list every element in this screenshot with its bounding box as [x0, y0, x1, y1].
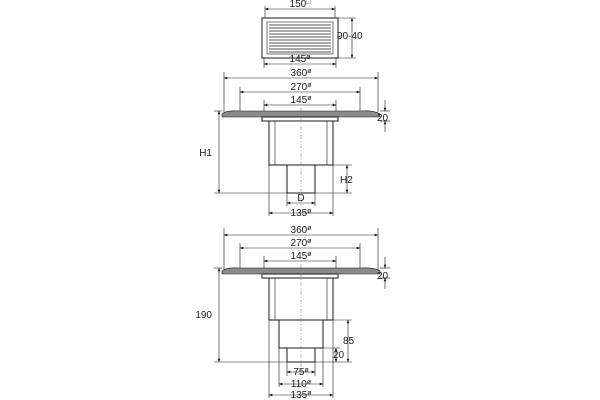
- drain-1-outlet: [286, 164, 316, 194]
- dim-20-step-label: 20: [333, 350, 345, 361]
- dim-75-label: 75ø: [293, 367, 309, 378]
- dim-135-label: 135ø: [291, 208, 313, 219]
- dim-270-label: 270ø: [291, 82, 313, 93]
- dim-360-label: 360ø: [291, 68, 313, 79]
- dim-190-label: 190: [195, 310, 212, 321]
- dim-360-label: 360ø: [291, 225, 313, 236]
- dim-145-label: 145ø: [291, 251, 313, 262]
- grate-top-view: 150□ 90-40 145ø: [261, 0, 363, 68]
- dim-135-label: 135ø: [291, 390, 313, 400]
- drain-2-section: 360ø 270ø 145ø 20 190: [195, 225, 390, 400]
- dim-h2-label: H2: [340, 175, 353, 186]
- drain-1-flange: [221, 110, 381, 118]
- drain-2-clamp-ring: [261, 273, 339, 279]
- dim-145-label: 145ø: [290, 54, 312, 65]
- dim-90-40-label: 90-40: [337, 31, 363, 42]
- dim-20-label: 20: [377, 113, 389, 124]
- drain-1-section: 360ø 270ø 145ø 20 H1: [199, 68, 390, 219]
- dim-270-label: 270ø: [291, 238, 313, 249]
- grate-slots: [269, 24, 331, 53]
- grate-inner: [266, 21, 334, 55]
- dim-20-label: 20: [377, 271, 389, 282]
- dim-145-label: 145ø: [291, 95, 313, 106]
- dim-85-label: 85: [343, 336, 355, 347]
- dim-150-label: 150□: [290, 0, 312, 10]
- dim-110-label: 110ø: [291, 379, 312, 390]
- dim-d-label: D: [297, 193, 304, 204]
- dim-h1-label: H1: [199, 148, 212, 159]
- drain-1-clamp-ring: [261, 116, 339, 122]
